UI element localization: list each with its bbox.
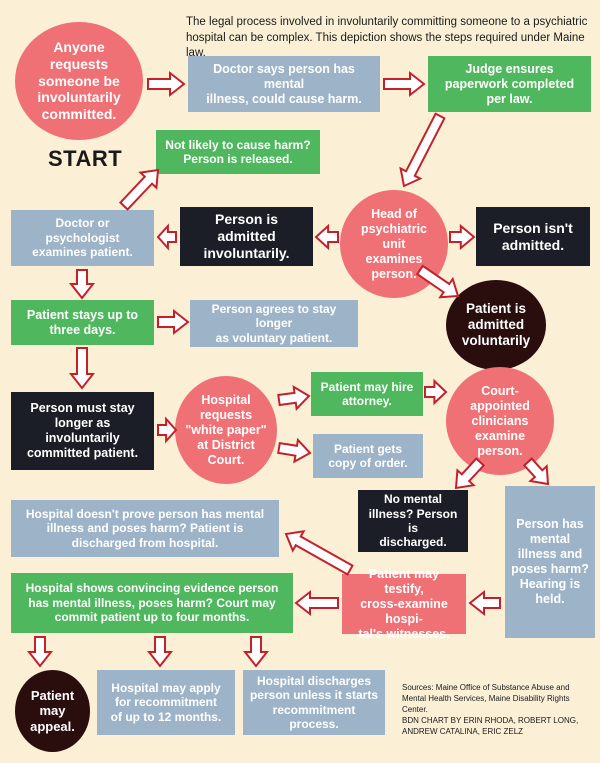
arrow-white-to-copy [277, 437, 312, 464]
arrow-admitted-to-examines [156, 223, 177, 251]
arrow-examines-to-released [118, 168, 160, 211]
arrow-convincing-to-discharges [242, 636, 270, 668]
arrow-clinicians-to-has-illness [522, 457, 550, 486]
arrow-testify-to-convincing [294, 589, 339, 617]
arrow-head-to-voluntary [415, 264, 460, 299]
has-mental-illness-node: Person has mental illness and poses harm… [505, 486, 595, 638]
doctor-examines-node: Doctor or psychologist examines patient. [11, 210, 154, 266]
arrow-head-to-admitted [314, 223, 339, 251]
sources-text: Sources: Maine Office of Substance Abuse… [402, 683, 570, 714]
arrow-doctor-to-judge [383, 70, 426, 98]
judge-ensures-node: Judge ensures paperwork completed per la… [428, 56, 591, 112]
no-mental-illness-node: No mental illness? Person is discharged. [358, 490, 468, 552]
admitted-voluntarily-node: Patient is admitted voluntarily [446, 280, 546, 370]
admitted-involuntarily-node: Person is admitted involuntarily. [180, 207, 313, 266]
doesnt-prove-node: Hospital doesn't prove person has mental… [11, 500, 279, 557]
recommitment-node: Hospital may apply for recommitment of u… [97, 670, 235, 735]
arrow-attorney-to-clinicians [424, 378, 448, 406]
arrow-examines-to-stays [68, 269, 96, 300]
convincing-evidence-node: Hospital shows convincing evidence perso… [11, 573, 293, 633]
arrow-white-to-attorney [277, 384, 311, 411]
intro-text: The legal process involved in involuntar… [186, 16, 588, 60]
arrow-judge-to-head [399, 112, 446, 188]
stays-three-days-node: Patient stays up to three days. [11, 300, 154, 345]
discharges-node: Hospital discharges person unless it sta… [243, 670, 385, 735]
arrow-stays-to-agrees [157, 308, 190, 336]
anyone-requests-node: Anyone requests someone be involuntarily… [15, 22, 143, 140]
arrow-testify-to-doesnt-prove [284, 530, 354, 576]
start-label: START [48, 146, 123, 171]
hire-attorney-node: Patient may hire attorney. [311, 372, 423, 416]
not-likely-node: Not likely to cause harm? Person is rele… [156, 130, 320, 174]
court-clinicians-node: Court- appointed clinicians examine pers… [446, 367, 554, 475]
credits-text: BDN CHART BY ERIN RHODA, ROBERT LONG, AN… [402, 716, 579, 736]
white-paper-node: Hospital requests "white paper" at Distr… [175, 376, 277, 484]
arrow-has-illness-to-testify [468, 589, 501, 617]
must-stay-node: Person must stay longer as involuntarily… [11, 392, 154, 470]
doctor-says-node: Doctor says person has mental illness, c… [188, 56, 380, 112]
copy-of-order-node: Patient gets copy of order. [313, 434, 423, 478]
agrees-to-stay-node: Person agrees to stay longer as voluntar… [190, 300, 358, 347]
arrow-convincing-to-appeal [26, 636, 54, 668]
arrow-request-to-doctor [147, 70, 186, 98]
arrow-clinicians-to-no-illness [454, 457, 486, 490]
arrow-must-to-white-paper [157, 416, 178, 444]
arrow-convincing-to-recommitment [146, 636, 174, 668]
may-appeal-node: Patient may appeal. [15, 670, 90, 752]
not-admitted-node: Person isn't admitted. [476, 207, 590, 266]
arrow-head-to-not-admitted [449, 223, 476, 251]
arrow-stays-to-must [68, 347, 96, 390]
